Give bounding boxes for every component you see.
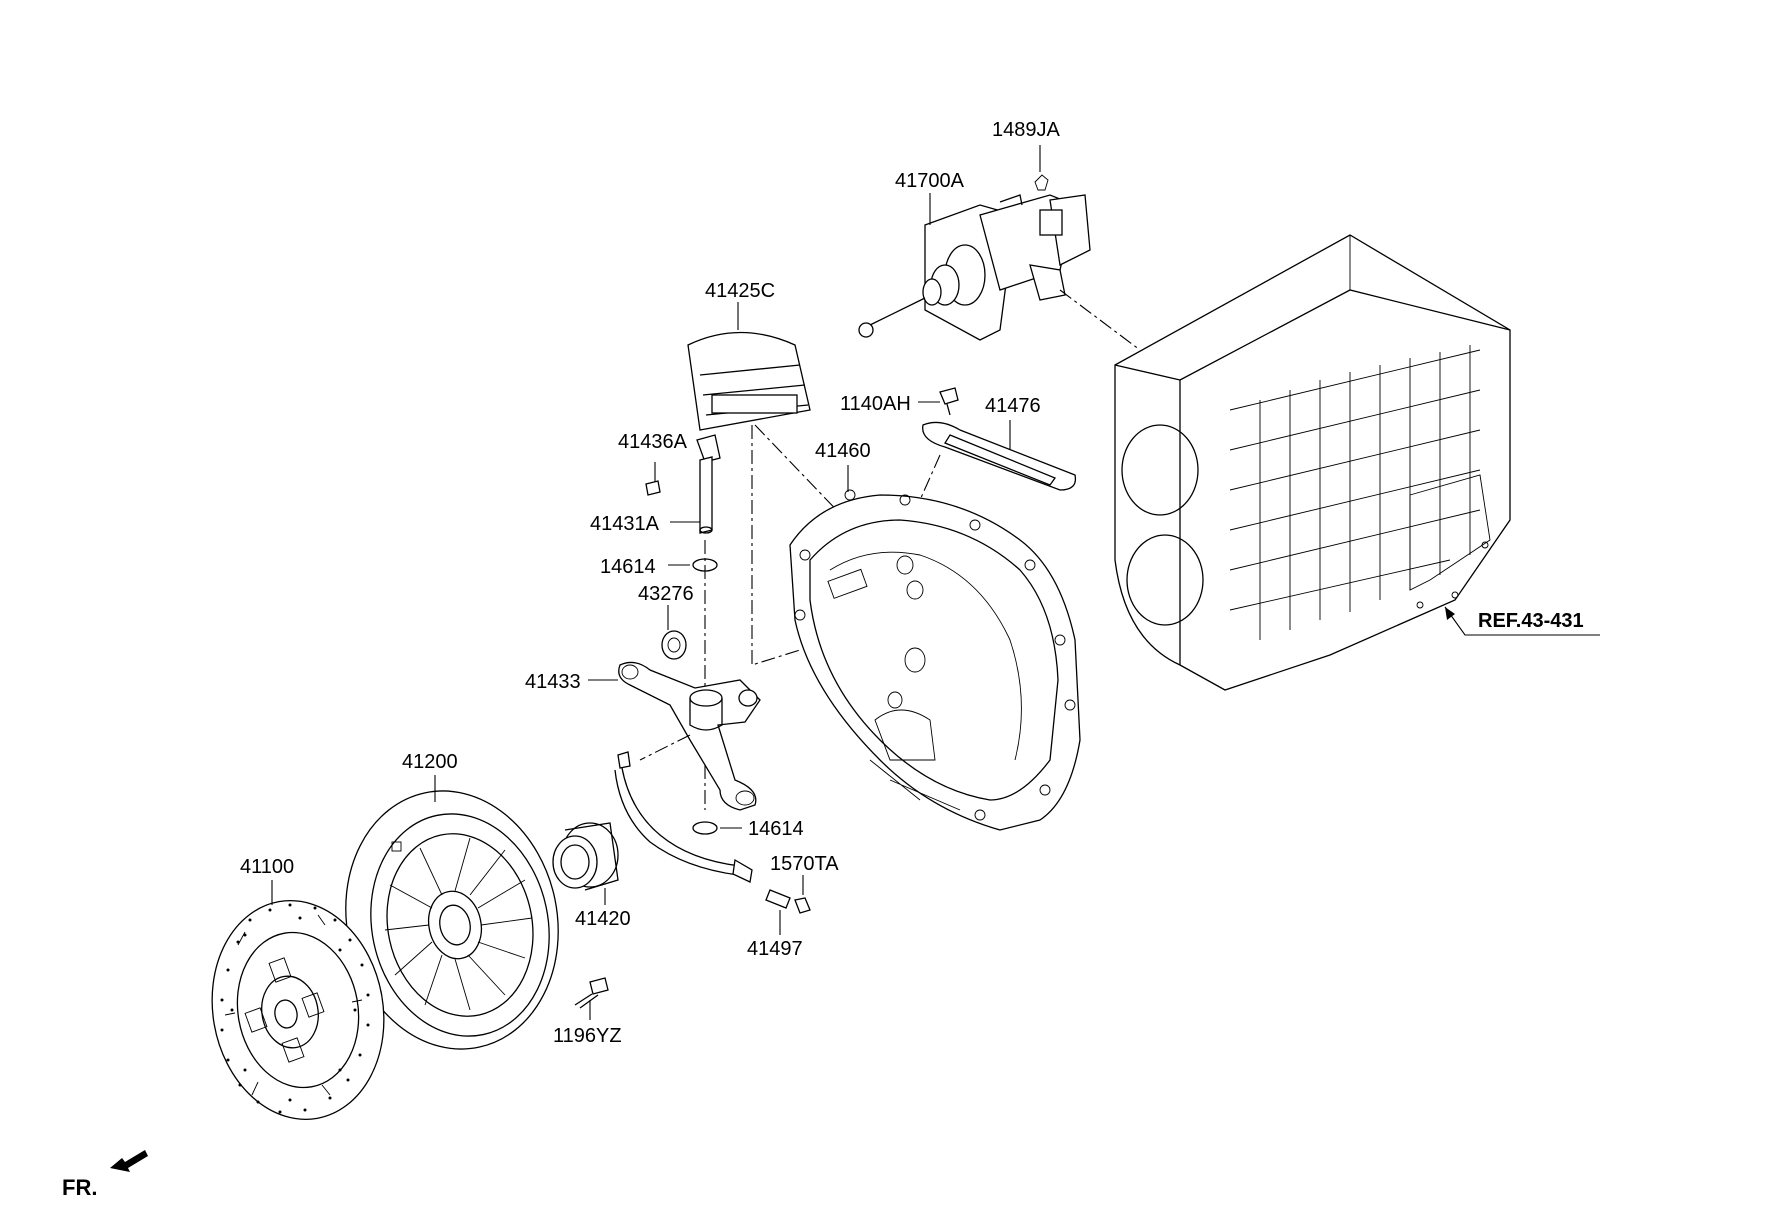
label-43276: 43276 [638,583,694,605]
bolt-1140ah: 1140AH [840,387,959,416]
bleeder-1570ta: 1570TA [770,853,839,914]
label-41436a: 41436A [618,431,688,453]
front-direction-arrow-icon [110,1150,148,1172]
label-41476: 41476 [985,395,1041,417]
boot-41425c: 41425C [687,280,871,666]
pressure-plate-41200: 41200 [345,751,559,1050]
shaft-41431a: 41431A [590,434,721,810]
clutch-disc-41100: 41100 [211,856,385,1120]
label-41420: 41420 [575,908,631,930]
label-41425c: 41425C [705,280,775,302]
label-41200: 41200 [402,751,458,773]
cover-41476: 41476 [919,395,1077,501]
release-fork-41433: 41433 [525,661,761,811]
label-41100: 41100 [240,856,294,878]
label-41460: 41460 [815,440,871,462]
ref-label: REF.43-431 [1478,610,1584,632]
label-1489ja: 1489JA [992,119,1060,141]
label-1196yz: 1196YZ [553,1025,622,1047]
transmission-case: REF.43-431 [1114,234,1600,691]
bushing-43276: 43276 [638,583,694,660]
release-bearing-41420: 41420 [552,822,631,930]
label-41431a: 41431A [590,513,660,535]
release-cylinder-41700a: 41700A 1489JA [858,119,1141,351]
ring-14614-bottom: 14614 [692,818,804,840]
fitting-41497: 41497 [747,889,803,960]
label-41497: 41497 [747,938,803,960]
label-1570ta: 1570TA [770,853,839,875]
hose-line [614,751,753,883]
label-14614-top: 14614 [600,556,656,578]
label-14614-bottom: 14614 [748,818,804,840]
clutch-housing-41460: 41460 [789,440,1081,831]
label-1140ah: 1140AH [840,393,911,415]
label-41700a: 41700A [895,170,965,192]
label-41433: 41433 [525,671,581,693]
front-indicator: FR. [62,1150,148,1200]
bolt-1196yz: 1196YZ [553,977,622,1047]
front-label: FR. [62,1175,97,1200]
ring-14614-top: 14614 [600,556,718,578]
pin-41436a: 41436A [618,431,688,496]
